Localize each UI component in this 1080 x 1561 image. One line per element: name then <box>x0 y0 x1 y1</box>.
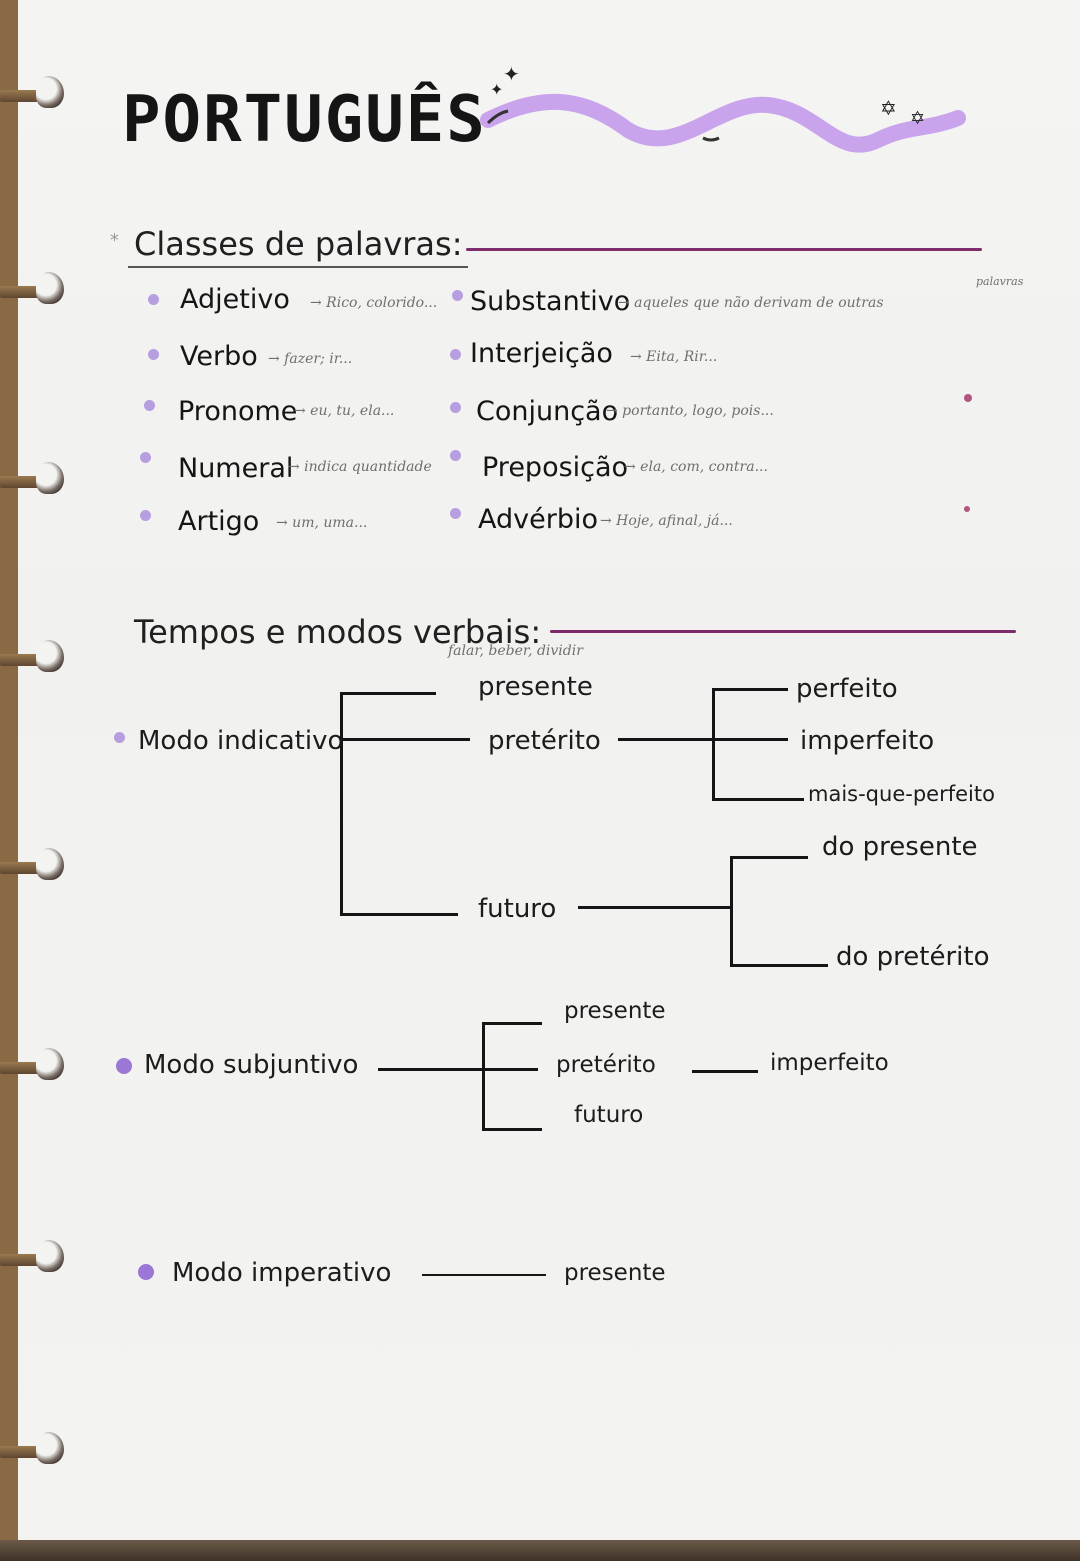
heading-underline <box>128 266 468 268</box>
bullet-icon <box>450 450 461 461</box>
bracket-line <box>712 688 715 800</box>
branch-line <box>712 688 788 691</box>
bracket-line <box>340 692 343 916</box>
class-example: → Eita, Rir... <box>630 349 718 365</box>
binder-ring <box>0 848 70 888</box>
branch-line <box>730 856 808 859</box>
page-shadow <box>0 1540 1080 1561</box>
class-example: → eu, tu, ela... <box>294 403 395 419</box>
class-example: → um, uma... <box>276 515 368 531</box>
page-title: PORTUGUÊS <box>122 83 487 157</box>
bullet-icon <box>450 349 461 360</box>
class-term: Substantivo <box>470 286 631 317</box>
class-term: Conjunção <box>476 396 619 427</box>
class-term: Verbo <box>180 341 258 372</box>
notebook-page: PORTUGUÊS ✦ ✦ ✡ ✡ * Classes de palavras:… <box>18 0 1080 1548</box>
node-futuro: futuro <box>478 894 557 924</box>
node-presente: presente <box>564 1260 666 1286</box>
bullet-icon <box>450 508 461 519</box>
bullet-icon <box>116 1058 132 1074</box>
bullet-icon <box>148 349 159 360</box>
heading-line <box>466 248 982 251</box>
class-example: → ela, com, contra... <box>624 459 768 475</box>
modo-subjuntivo-label: Modo subjuntivo <box>144 1050 359 1080</box>
node-do-presente: do presente <box>822 832 978 862</box>
bracket-line <box>730 856 733 966</box>
binder-ring <box>0 1432 70 1472</box>
class-term: Adjetivo <box>180 284 290 315</box>
branch-line <box>712 798 804 801</box>
branch-line <box>692 1070 758 1073</box>
branch-line <box>482 1022 542 1025</box>
star-icon: ✡ <box>910 108 926 129</box>
wave-decoration-icon <box>480 93 966 153</box>
sparkle-icon: ✦ <box>490 80 504 99</box>
node-preterito: pretérito <box>488 726 601 756</box>
bullet-icon <box>140 510 151 521</box>
node-futuro: futuro <box>574 1102 644 1128</box>
node-presente: presente <box>564 998 666 1024</box>
branch-line <box>712 738 788 741</box>
node-mais-que-perfeito: mais-que-perfeito <box>808 782 995 806</box>
binder-ring <box>0 1240 70 1280</box>
class-term: Pronome <box>178 396 298 427</box>
class-correction: palavras <box>976 275 1024 288</box>
branch-line <box>482 1128 542 1131</box>
class-example: → Hoje, afinal, já... <box>600 513 733 529</box>
modo-indicativo-label: Modo indicativo <box>138 726 344 756</box>
bullet-icon <box>140 452 151 463</box>
bullet-icon <box>450 402 461 413</box>
branch-line <box>578 906 732 909</box>
asterisk-icon: * <box>110 230 119 251</box>
class-term: Artigo <box>178 506 260 537</box>
binder-ring <box>0 76 70 116</box>
dot-icon <box>964 506 970 512</box>
class-term: Advérbio <box>478 504 598 535</box>
bullet-icon <box>144 400 155 411</box>
node-imperfeito: imperfeito <box>800 726 935 756</box>
dot-icon <box>964 394 972 402</box>
node-imperfeito: imperfeito <box>770 1050 889 1076</box>
binder-ring <box>0 272 70 312</box>
node-perfeito: perfeito <box>796 674 898 704</box>
presente-examples: falar, beber, dividir <box>448 643 583 659</box>
class-term: Numeral <box>178 453 294 484</box>
bullet-icon <box>138 1264 154 1280</box>
class-example: → portanto, logo, pois... <box>606 403 774 419</box>
star-icon: ✡ <box>880 96 897 120</box>
branch-line <box>340 913 458 916</box>
branch-line <box>618 738 714 741</box>
class-term: Preposição <box>482 452 629 483</box>
class-example: → aqueles que não derivam de outras <box>618 295 884 311</box>
binder-ring <box>0 640 70 680</box>
class-example: → fazer; ir... <box>268 351 353 367</box>
branch-line <box>482 1068 538 1071</box>
bullet-icon <box>114 732 125 743</box>
node-do-preterito: do pretérito <box>836 942 990 972</box>
branch-line <box>378 1068 486 1071</box>
branch-line <box>730 964 828 967</box>
branch-line <box>340 738 470 741</box>
class-term: Interjeição <box>470 338 613 369</box>
binder-ring <box>0 462 70 502</box>
branch-line <box>340 692 436 695</box>
class-example: → Rico, colorido... <box>310 295 438 311</box>
branch-line <box>422 1274 546 1276</box>
classes-heading: Classes de palavras: <box>134 225 463 263</box>
binder-ring <box>0 1048 70 1088</box>
sparkle-icon: ✦ <box>503 62 520 86</box>
bracket-line <box>482 1022 485 1130</box>
class-example: → indica quantidade <box>288 459 432 475</box>
heading-line <box>550 630 1016 633</box>
node-presente: presente <box>478 672 593 702</box>
node-preterito: pretérito <box>556 1052 656 1078</box>
modo-imperativo-label: Modo imperativo <box>172 1258 392 1288</box>
tempos-heading: Tempos e modos verbais: <box>134 613 542 651</box>
bullet-icon <box>452 290 463 301</box>
bullet-icon <box>148 294 159 305</box>
